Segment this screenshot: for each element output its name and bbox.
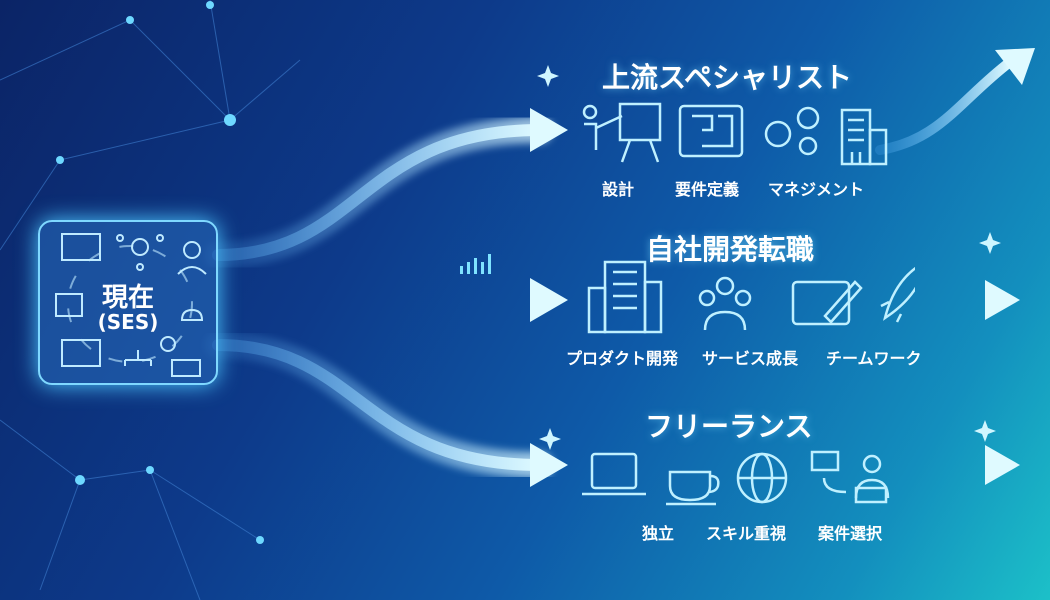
hierarchy-icon [124,350,152,366]
laptop-icon [171,359,201,377]
building-icon [840,108,888,166]
inhouse-icons [587,260,915,334]
server-icon [55,293,83,317]
path-title-freelance: フリーランス [645,410,813,443]
path-title-upstream: 上流スペシャリスト [602,61,853,94]
path-title-inhouse: 自社開発転職 [646,233,815,266]
label-project-choice: 案件選択 [818,524,883,543]
label-teamwork: チームワーク [826,349,922,368]
sparkles [537,65,1001,450]
source-title: 現在 [101,283,154,313]
label-design: 設計 [602,180,635,199]
flow-arrows [205,57,1015,478]
ses-icons [55,233,207,377]
coffee-icon [666,470,720,506]
label-requirements: 要件定義 [675,180,740,199]
worker-icon [183,241,201,259]
label-independence: 独立 [642,524,675,543]
upstream-icons [582,102,888,166]
cloud-icon [180,308,204,321]
source-subtitle: (SES) [97,310,159,334]
bar-chart-icon [460,254,491,274]
remote-worker-icon [810,450,890,504]
label-skill-focus: スキル重視 [706,524,787,543]
label-management: マネジメント [768,180,865,199]
gears-icon [764,106,820,156]
label-service-growth: サービス成長 [702,349,799,368]
rocket-icon [880,266,915,323]
freelance-icons [582,450,890,506]
globe-icon [736,452,788,504]
monitor-icon [61,339,101,367]
arrow-heads [530,48,1035,487]
network-icon [131,238,149,256]
current-ses-box: 現在 (SES) [38,220,218,385]
presentation-icon [582,102,662,163]
laptop-icon [582,452,646,496]
monitor-icon [61,233,101,261]
team-icon [698,276,752,331]
office-building-icon [587,260,663,334]
blueprint-icon [678,104,744,158]
design-pencil-icon [791,280,863,326]
label-product-dev: プロダクト開発 [566,349,679,368]
